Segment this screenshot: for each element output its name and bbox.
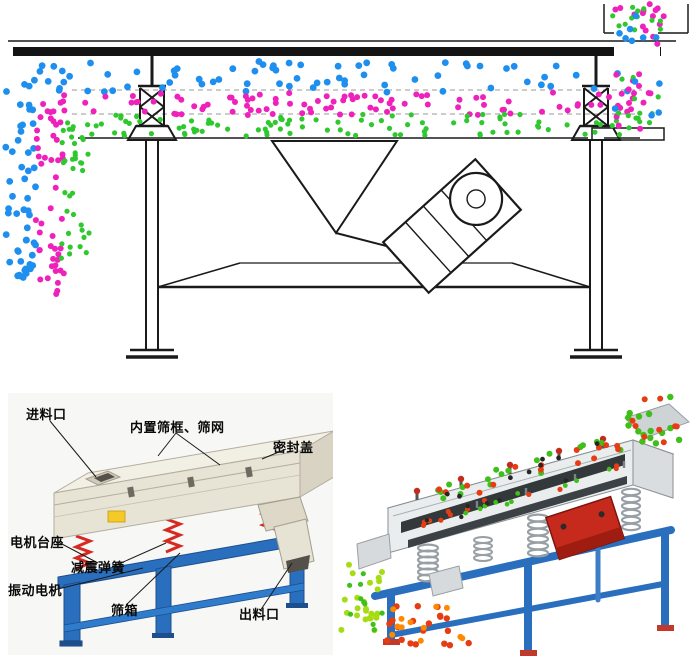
label-feed-inlet: 进料口 [26, 407, 67, 422]
label-seal-cover: 密封盖 [273, 440, 314, 455]
top-deck-bar [13, 47, 661, 56]
label-damping-spring: 减震弹簧 [71, 560, 126, 575]
particle-dots-render [338, 393, 683, 649]
render-spring-back [473, 536, 493, 562]
schematic-structure [8, 4, 689, 289]
right-support-leg [570, 140, 622, 359]
left-photo-drawing [8, 393, 333, 655]
label-vibration-motor: 振动电机 [8, 583, 63, 598]
screen-box-body [53, 430, 333, 540]
label-screen-box: 筛箱 [111, 603, 139, 618]
feed-inlet-port [84, 470, 122, 486]
render-springs [416, 487, 642, 583]
label-leader-lines [49, 420, 293, 612]
label-motor-base: 电机台座 [10, 535, 65, 550]
render-photo [333, 388, 700, 659]
label-screen-frame-mesh: 内置筛框、筛网 [130, 420, 225, 435]
motor-bracket [270, 140, 399, 250]
labeled-product-photo: 进料口 内置筛框、筛网 密封盖 电机台座 减震弹簧 振动电机 筛箱 出料口 [8, 393, 333, 655]
discharge-chute [257, 496, 315, 573]
render-motor [544, 495, 626, 561]
render-screen-box [386, 439, 675, 554]
frame-feet [383, 625, 674, 656]
render-frame [371, 526, 675, 655]
render-drawing [333, 388, 700, 659]
lid-clamps [127, 466, 253, 498]
render-chutes [356, 403, 690, 597]
label-discharge-outlet: 出料口 [239, 607, 280, 622]
left-support-leg [126, 140, 178, 359]
particle-dots-schematic [2, 1, 667, 297]
left-spring-hanger [126, 56, 178, 141]
vibration-motor-drawing [381, 157, 523, 295]
schematic-drawing [2, 1, 689, 359]
